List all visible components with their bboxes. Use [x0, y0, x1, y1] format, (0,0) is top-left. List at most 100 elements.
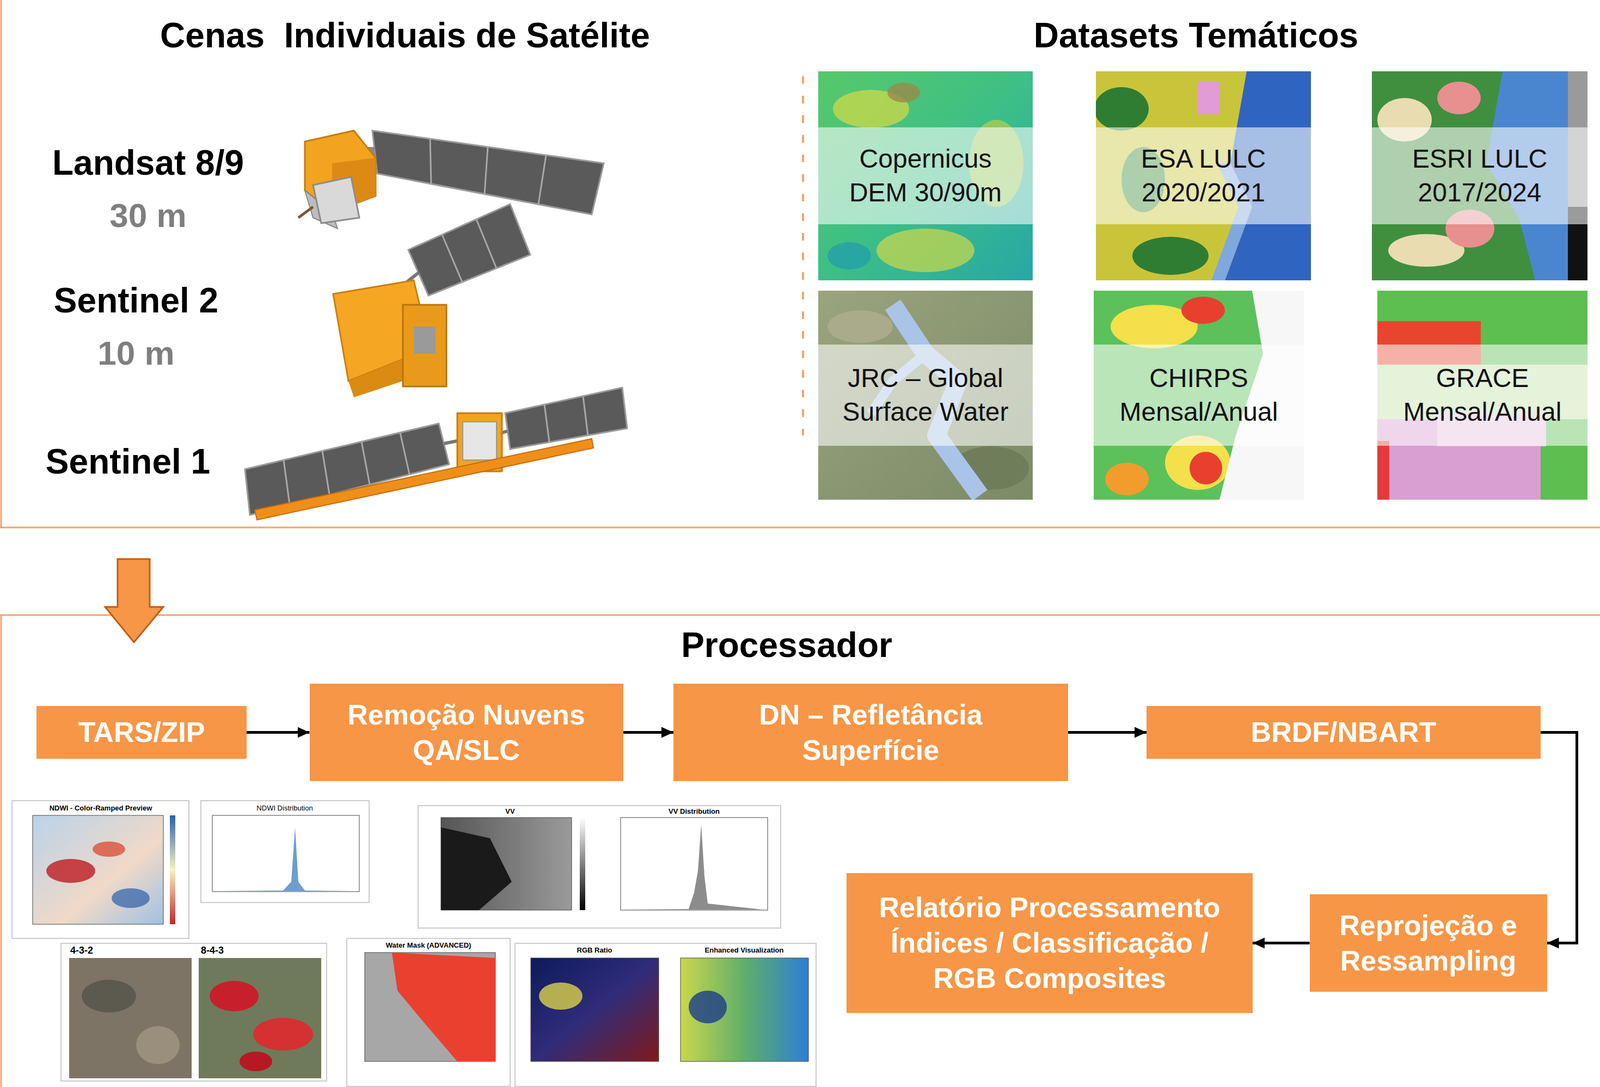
dem-map	[827, 242, 872, 270]
ndwi-histogram	[200, 800, 370, 903]
satellite-name: Sentinel 2	[53, 280, 219, 322]
dataset-tile: GRACE Mensal/Anual	[1377, 290, 1588, 500]
down-arrow	[105, 559, 164, 643]
vv-preview	[440, 817, 572, 911]
rgb-composite-thumbnails	[198, 958, 322, 1079]
sentinel2-satellite	[408, 204, 531, 296]
ndwi-histogram	[200, 800, 370, 903]
landsat-satellite	[298, 206, 314, 218]
sentinel1-satellite	[443, 440, 458, 444]
node-text: Relatório Processamento Índices / Classi…	[864, 890, 1235, 997]
surface-water-map	[818, 290, 1033, 500]
node-text: DN – Refletância Superfície	[718, 697, 1024, 769]
water-mask-thumbnail	[364, 952, 496, 1062]
water-mask-thumbnail	[346, 938, 511, 1087]
node-text: JRC – Global Surface Water	[835, 361, 1016, 430]
esa-lulc-map	[1132, 236, 1209, 275]
dataset-tile: CHIRPS Mensal/Anual	[1093, 290, 1304, 500]
null	[361, 441, 370, 485]
node-text: Reprojeção e Ressampling	[1325, 908, 1532, 979]
null	[544, 396, 588, 443]
surface-water-map	[818, 290, 1033, 500]
node-text: TARS/ZIP	[77, 714, 205, 751]
process-box: TARS/ZIP	[36, 706, 247, 759]
ndwi-preview	[11, 800, 189, 939]
ratio-thumbnails	[530, 958, 659, 1062]
sentinel1-satellite	[254, 438, 594, 520]
flow-arrow	[1068, 731, 1147, 734]
sentinel1-satellite	[244, 423, 450, 516]
process-box: DN – Refletância Superfície	[673, 683, 1069, 782]
flow-arrow	[623, 731, 674, 734]
null	[430, 138, 432, 185]
dataset-tile: ESA LULC 2020/2021	[1095, 71, 1311, 281]
tile-label-band: JRC – Global Surface Water	[818, 344, 1033, 446]
surface-water-map	[827, 310, 893, 343]
grace-map	[1377, 440, 1390, 500]
ratio-thumbnails	[515, 943, 817, 1087]
tile-label-band: CHIRPS Mensal/Anual	[1093, 344, 1304, 446]
chirps-map	[1181, 296, 1225, 324]
node-text: Remoção Nuvens QA/SLC	[325, 697, 609, 769]
flow-arrow	[246, 731, 310, 734]
tile-label-band: GRACE Mensal/Anual	[1377, 344, 1588, 446]
dataset-tile: JRC – Global Surface Water	[818, 290, 1033, 500]
ndwi-preview	[11, 800, 189, 939]
process-box: Relatório Processamento Índices / Classi…	[846, 873, 1253, 1014]
dem-map	[887, 82, 921, 103]
sentinel1-satellite	[505, 387, 628, 450]
vv-preview	[440, 827, 512, 911]
ndwi-preview	[32, 815, 164, 925]
esri-lulc-map	[1437, 81, 1481, 115]
vv-preview	[418, 805, 781, 929]
section-heading: Datasets Temáticos	[1033, 15, 1359, 57]
rgb-composite-thumbnails	[136, 1026, 180, 1065]
tile-label-band: ESRI LULC 2017/2024	[1371, 127, 1588, 225]
ndwi-preview	[92, 841, 126, 857]
esri-lulc-map	[1371, 71, 1588, 281]
satellite-name: Landsat 8/9	[52, 143, 244, 184]
ratio-thumbnails	[680, 958, 809, 1062]
ndwi-histogram	[212, 815, 360, 892]
node-text: ESA LULC 2020/2021	[1113, 142, 1294, 211]
landsat-satellite	[372, 130, 604, 215]
null	[583, 396, 588, 436]
dem-map	[818, 71, 1033, 281]
process-box: Remoção Nuvens QA/SLC	[309, 683, 624, 782]
thumbnail-title: VV	[505, 807, 515, 817]
panel-frame	[0, 526, 1600, 529]
null	[484, 146, 488, 195]
node-text: ESRI LULC 2017/2024	[1389, 142, 1570, 211]
rgb-composite-thumbnails	[209, 981, 259, 1012]
null	[430, 138, 547, 205]
panel-frame	[0, 0, 3, 528]
ndwi-preview	[111, 888, 150, 909]
esa-lulc-map	[1095, 71, 1311, 281]
vv-preview	[626, 824, 763, 910]
resolution-label: 30 m	[109, 195, 187, 235]
vv-preview	[579, 817, 586, 911]
water-mask-thumbnail	[391, 952, 496, 1062]
dem-map	[876, 228, 975, 273]
null	[544, 404, 550, 443]
sentinel2-satellite	[333, 204, 531, 398]
thumbnail-title: NDWI Distribution	[256, 804, 313, 813]
node-text: CHIRPS Mensal/Anual	[1108, 361, 1289, 430]
ndwi-preview	[169, 815, 176, 925]
rgb-composite-thumbnails	[239, 1051, 273, 1072]
landsat-satellite	[298, 130, 604, 229]
ndwi-histogram	[217, 827, 354, 892]
node-text: GRACE Mensal/Anual	[1392, 361, 1573, 430]
panel-frame	[0, 614, 1600, 617]
dem-map	[818, 71, 1033, 281]
node-text: BRDF/NBART	[1251, 714, 1437, 751]
thumbnail-title: 4-3-2	[70, 945, 94, 957]
esri-lulc-map	[1371, 71, 1588, 281]
section-heading: Cenas Individuais de Satélite	[160, 15, 651, 57]
sentinel2-satellite	[413, 326, 436, 354]
null	[400, 432, 410, 475]
flow-arrow	[1252, 941, 1310, 945]
grace-map	[1377, 290, 1588, 500]
landsat-satellite	[313, 176, 360, 224]
